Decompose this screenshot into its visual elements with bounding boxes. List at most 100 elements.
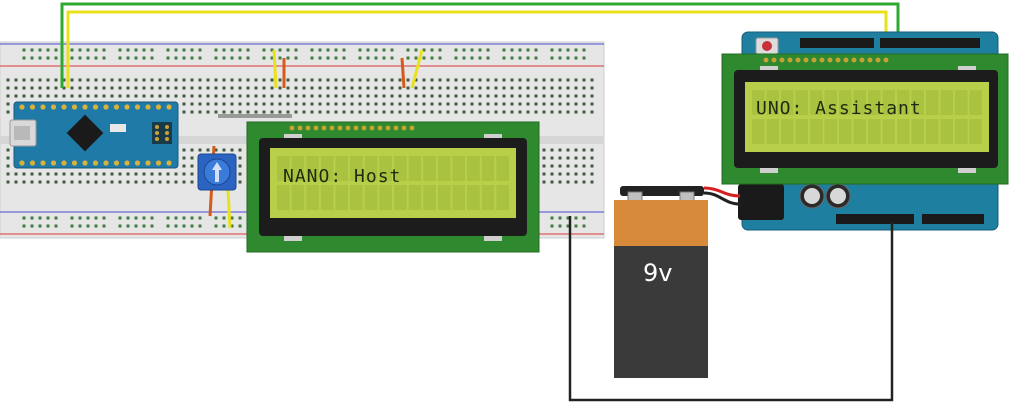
header-pin — [166, 160, 172, 166]
header-pin — [155, 104, 162, 110]
breadboard-hole — [446, 94, 450, 98]
breadboard-hole — [102, 86, 106, 90]
breadboard-hole — [222, 56, 226, 60]
breadboard-hole — [214, 110, 218, 114]
breadboard-hole — [46, 180, 50, 184]
breadboard-hole — [238, 48, 242, 52]
breadboard-hole — [254, 94, 258, 98]
breadboard-hole — [582, 148, 586, 152]
lcd-pin — [329, 125, 335, 131]
breadboard-hole — [238, 86, 242, 90]
breadboard-hole — [54, 180, 58, 184]
breadboard-hole — [238, 110, 242, 114]
breadboard-hole — [94, 216, 98, 220]
breadboard-hole — [590, 94, 594, 98]
breadboard-hole — [526, 94, 530, 98]
breadboard-hole — [510, 94, 514, 98]
breadboard-hole — [102, 172, 106, 176]
breadboard-hole — [206, 110, 210, 114]
lcd-cell — [306, 156, 319, 181]
lcd-cell — [955, 90, 968, 115]
breadboard-hole — [142, 56, 146, 60]
breadboard-hole — [310, 48, 314, 52]
breadboard-hole — [446, 110, 450, 114]
header-pin — [29, 104, 36, 110]
header-pin — [61, 160, 67, 166]
breadboard-hole — [214, 148, 218, 152]
breadboard-hole — [574, 164, 578, 168]
breadboard-hole — [430, 48, 434, 52]
breadboard-hole — [246, 78, 250, 82]
breadboard-hole — [278, 56, 282, 60]
breadboard-hole — [590, 156, 594, 160]
lcd-cell — [911, 119, 924, 144]
breadboard-hole — [414, 86, 418, 90]
breadboard-hole — [38, 180, 42, 184]
breadboard-hole — [366, 56, 370, 60]
breadboard-hole — [230, 224, 234, 228]
breadboard-hole — [390, 86, 394, 90]
battery-9v: 9v — [614, 186, 708, 378]
breadboard-hole — [278, 86, 282, 90]
lcd-cell — [277, 156, 290, 181]
breadboard-hole — [150, 56, 154, 60]
header-pin — [92, 160, 99, 166]
breadboard-hole — [206, 148, 210, 152]
breadboard-hole — [478, 48, 482, 52]
lcd-pin — [819, 57, 825, 63]
breadboard-hole — [542, 94, 546, 98]
breadboard-hole — [438, 78, 442, 82]
breadboard-hole — [550, 156, 554, 160]
breadboard-hole — [574, 78, 578, 82]
breadboard-hole — [254, 78, 258, 82]
breadboard-hole — [326, 110, 330, 114]
breadboard-hole — [246, 56, 250, 60]
breadboard-hole — [366, 86, 370, 90]
lcd-cell — [781, 119, 794, 144]
breadboard-hole — [366, 102, 370, 106]
breadboard-hole — [478, 102, 482, 106]
breadboard-hole — [582, 86, 586, 90]
breadboard-hole — [78, 86, 82, 90]
breadboard-hole — [510, 78, 514, 82]
breadboard-hole — [534, 56, 538, 60]
breadboard-hole — [222, 216, 226, 220]
breadboard-hole — [566, 56, 570, 60]
breadboard-hole — [478, 56, 482, 60]
lcd-pin — [763, 57, 769, 63]
breadboard-hole — [334, 94, 338, 98]
breadboard-hole — [270, 94, 274, 98]
header-pin — [50, 104, 57, 110]
breadboard-hole — [358, 102, 362, 106]
breadboard-hole — [286, 56, 290, 60]
breadboard-hole — [102, 48, 106, 52]
lcd-pin — [859, 57, 865, 63]
breadboard-hole — [574, 216, 578, 220]
breadboard-hole — [118, 86, 122, 90]
breadboard-hole — [14, 86, 18, 90]
breadboard-hole — [502, 56, 506, 60]
breadboard-hole — [558, 102, 562, 106]
lcd-cell — [839, 90, 852, 115]
lcd-pin — [771, 57, 777, 63]
breadboard-hole — [46, 86, 50, 90]
breadboard-hole — [494, 86, 498, 90]
breadboard-hole — [270, 56, 274, 60]
breadboard-hole — [462, 86, 466, 90]
breadboard-hole — [198, 48, 202, 52]
breadboard-hole — [430, 78, 434, 82]
breadboard-hole — [198, 78, 202, 82]
lcd-pin — [875, 57, 881, 63]
breadboard-hole — [182, 172, 186, 176]
breadboard-hole — [6, 148, 10, 152]
breadboard-hole — [502, 86, 506, 90]
breadboard-hole — [310, 110, 314, 114]
breadboard-hole — [334, 48, 338, 52]
breadboard-hole — [54, 48, 58, 52]
breadboard-hole — [30, 180, 34, 184]
lcd-cell — [496, 185, 509, 210]
breadboard-hole — [286, 86, 290, 90]
header-pin — [113, 104, 120, 110]
breadboard-hole — [38, 48, 42, 52]
